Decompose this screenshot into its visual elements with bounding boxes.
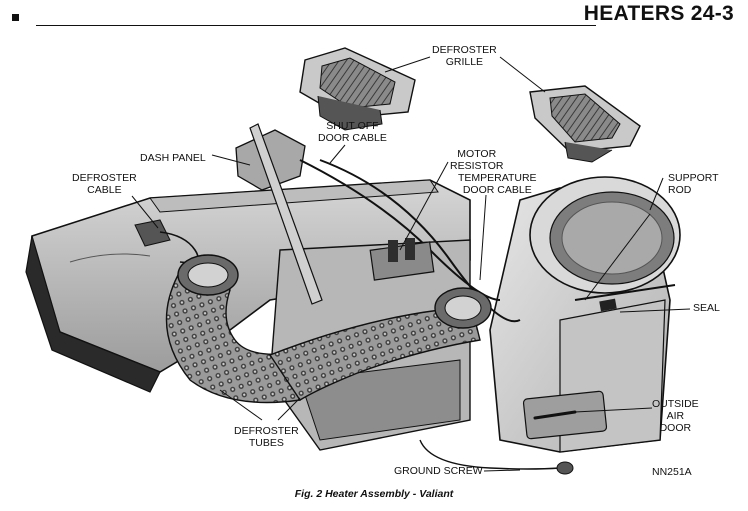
callout-defroster-grille: DEFROSTER GRILLE bbox=[432, 44, 497, 68]
ground-screw-part bbox=[419, 439, 574, 475]
header-bullet bbox=[12, 14, 19, 21]
header-rule bbox=[36, 25, 596, 26]
callout-line: DOOR bbox=[659, 422, 692, 434]
callout-dash-panel: DASH PANEL bbox=[140, 152, 206, 164]
callout-line: ROD bbox=[668, 184, 692, 196]
callout-shut-off-door-cable: SHUT OFF DOOR CABLE bbox=[318, 120, 387, 144]
defroster-grille-left bbox=[299, 47, 416, 131]
defroster-tubes-part bbox=[165, 254, 492, 404]
callout-line: DEFROSTER bbox=[72, 172, 137, 184]
callout-line: TUBES bbox=[248, 437, 284, 449]
callout-leaders bbox=[131, 56, 691, 472]
callout-defroster-tubes: DEFROSTER TUBES bbox=[234, 425, 299, 449]
callout-seal: SEAL bbox=[693, 302, 720, 314]
callout-motor-resistor: MOTOR RESISTOR bbox=[450, 148, 503, 172]
callout-line: AIR bbox=[666, 410, 685, 422]
defroster-grille-right bbox=[529, 85, 641, 163]
callout-line: DEFROSTER bbox=[234, 425, 299, 437]
callout-ground-screw: GROUND SCREW bbox=[394, 465, 483, 477]
callout-temperature-door-cable: TEMPERATURE DOOR CABLE bbox=[458, 172, 537, 196]
support-ring bbox=[529, 176, 681, 312]
section-title: HEATERS 24-3 bbox=[583, 2, 734, 25]
callout-outside-air-door: OUTSIDE AIR DOOR bbox=[652, 398, 699, 434]
figure-code: NN251A bbox=[652, 466, 692, 478]
callout-line: SUPPORT bbox=[668, 172, 719, 184]
callout-line: GRILLE bbox=[445, 56, 484, 68]
callout-line: DOOR CABLE bbox=[462, 184, 532, 196]
callout-line: MOTOR bbox=[457, 148, 497, 160]
callout-line: SHUT OFF bbox=[326, 120, 379, 132]
callout-line: DOOR CABLE bbox=[318, 132, 387, 144]
callout-line: OUTSIDE bbox=[652, 398, 699, 410]
callout-line: TEMPERATURE bbox=[458, 172, 537, 184]
figure-caption: Fig. 2 Heater Assembly - Valiant bbox=[294, 488, 454, 500]
callout-defroster-cable: DEFROSTER CABLE bbox=[72, 172, 137, 196]
callout-line: RESISTOR bbox=[450, 160, 504, 172]
callout-line: DEFROSTER bbox=[432, 44, 497, 56]
callout-support-rod: SUPPORT ROD bbox=[668, 172, 719, 196]
callout-line: CABLE bbox=[87, 184, 122, 196]
motor-resistor-part bbox=[369, 238, 435, 281]
